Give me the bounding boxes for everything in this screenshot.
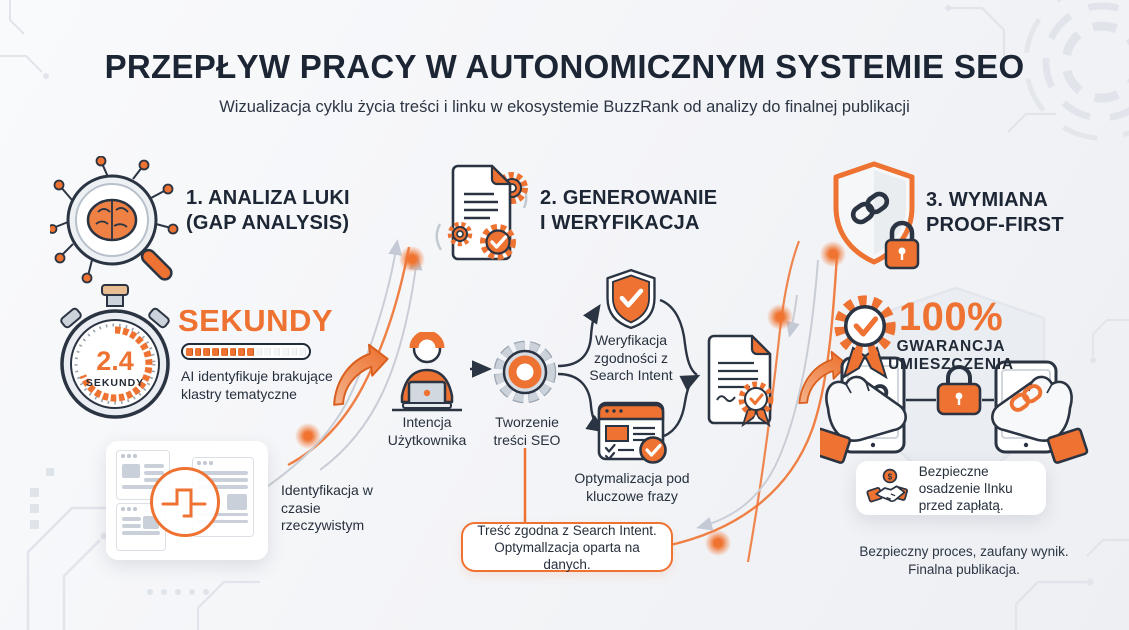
step3-heading-line2: PROOF-FIRST [926,214,1064,236]
tablets-lock-exchange-icon [820,286,1089,488]
person-laptop-icon [392,332,462,412]
stopwatch-value: 2.4 [96,346,134,376]
stopwatch-unit: SEKUNDY [86,377,144,389]
step1-heading: 1. ANALIZA LUKI (GAP ANALYSIS) [186,186,350,236]
glow-dot [705,530,731,556]
callout-box: Treść zgodna z Search Intent. Optymallza… [461,522,673,572]
guarantee-block: 100% GWARANCJA UMIESZCZENIA [876,296,1026,374]
step2-heading-line1: 2. GENEROWANIE [540,187,718,209]
guarantee-line1: GWARANCJA [896,338,1006,355]
realtime-caption: Identyfikacja w czasie rzeczywistym [281,482,373,533]
step1-heading-line2: (GAP ANALYSIS) [186,212,350,234]
gap-puzzle-icon [150,467,220,537]
progress-bar [181,343,311,360]
optimization-label: Optymalizacja pod kluczowe frazy [574,470,690,504]
secure-note-text: Bezpieczne osadzenie lInku przed zapłatą… [918,463,1013,513]
shield-link-lock-icon [833,161,920,270]
step3-heading-line1: 3. WYMIANA [926,189,1048,211]
brain-magnifier-icon [50,156,179,284]
seconds-headline: SEKUNDY [178,303,334,338]
page-subtitle: Wizualizacja cyklu życia treści i linku … [219,98,910,116]
glow-dot [820,241,846,267]
coin-symbol: $ [888,472,893,481]
glow-dot [767,304,793,330]
verification-label: Weryfikacja zgodności z Search Intent [589,332,673,383]
guarantee-line2: UMIESZCZENIA [888,356,1014,373]
stopwatch-icon: 2.4 SEKUNDY [60,284,170,419]
user-intent-label: Intencja Użytkownika [387,414,467,448]
secure-note-card: $ Bezpieczne osadzenie lInku przed zapła… [856,461,1046,515]
glow-dot [399,246,425,272]
final-caption: Bezpieczny proces, zaufany wynik. Finaln… [838,543,1090,579]
step1-heading-line1: 1. ANALIZA LUKI [186,187,350,209]
gear-icon [493,340,557,404]
step2-heading: 2. GENEROWANIE I WERYFIKACJA [540,186,717,236]
document-gears-icon [435,164,528,261]
ai-caption: AI identyfikuje brakujące klastry tematy… [181,368,333,402]
final-caption-line1: Bezpieczny proces, zaufany wynik. [859,544,1069,559]
step2-heading-line2: I WERYFIKACJA [540,212,700,234]
shield-check-icon [606,268,656,330]
browser-optimization-icon [597,401,667,464]
final-caption-line2: Finalna publikacja. [908,562,1020,577]
callout-text: Treść zgodna z Search Intent. Optymallza… [477,522,657,572]
content-creation-label: Tworzenie treści SEO [493,414,561,448]
swoosh-arrow-icon [333,343,389,406]
handshake-icon: $ [866,468,908,503]
guarantee-value: 100% [898,295,1004,339]
swoosh-arrow-icon [798,350,849,405]
step3-heading: 3. WYMIANA PROOF-FIRST [926,188,1064,238]
certificate-icon [707,334,790,427]
page-title: PRZEPŁYW PRACY W AUTONOMICZNYM SYSTEMIE … [104,48,1025,85]
browser-cluster-card [106,441,268,560]
glow-dot [295,423,321,449]
